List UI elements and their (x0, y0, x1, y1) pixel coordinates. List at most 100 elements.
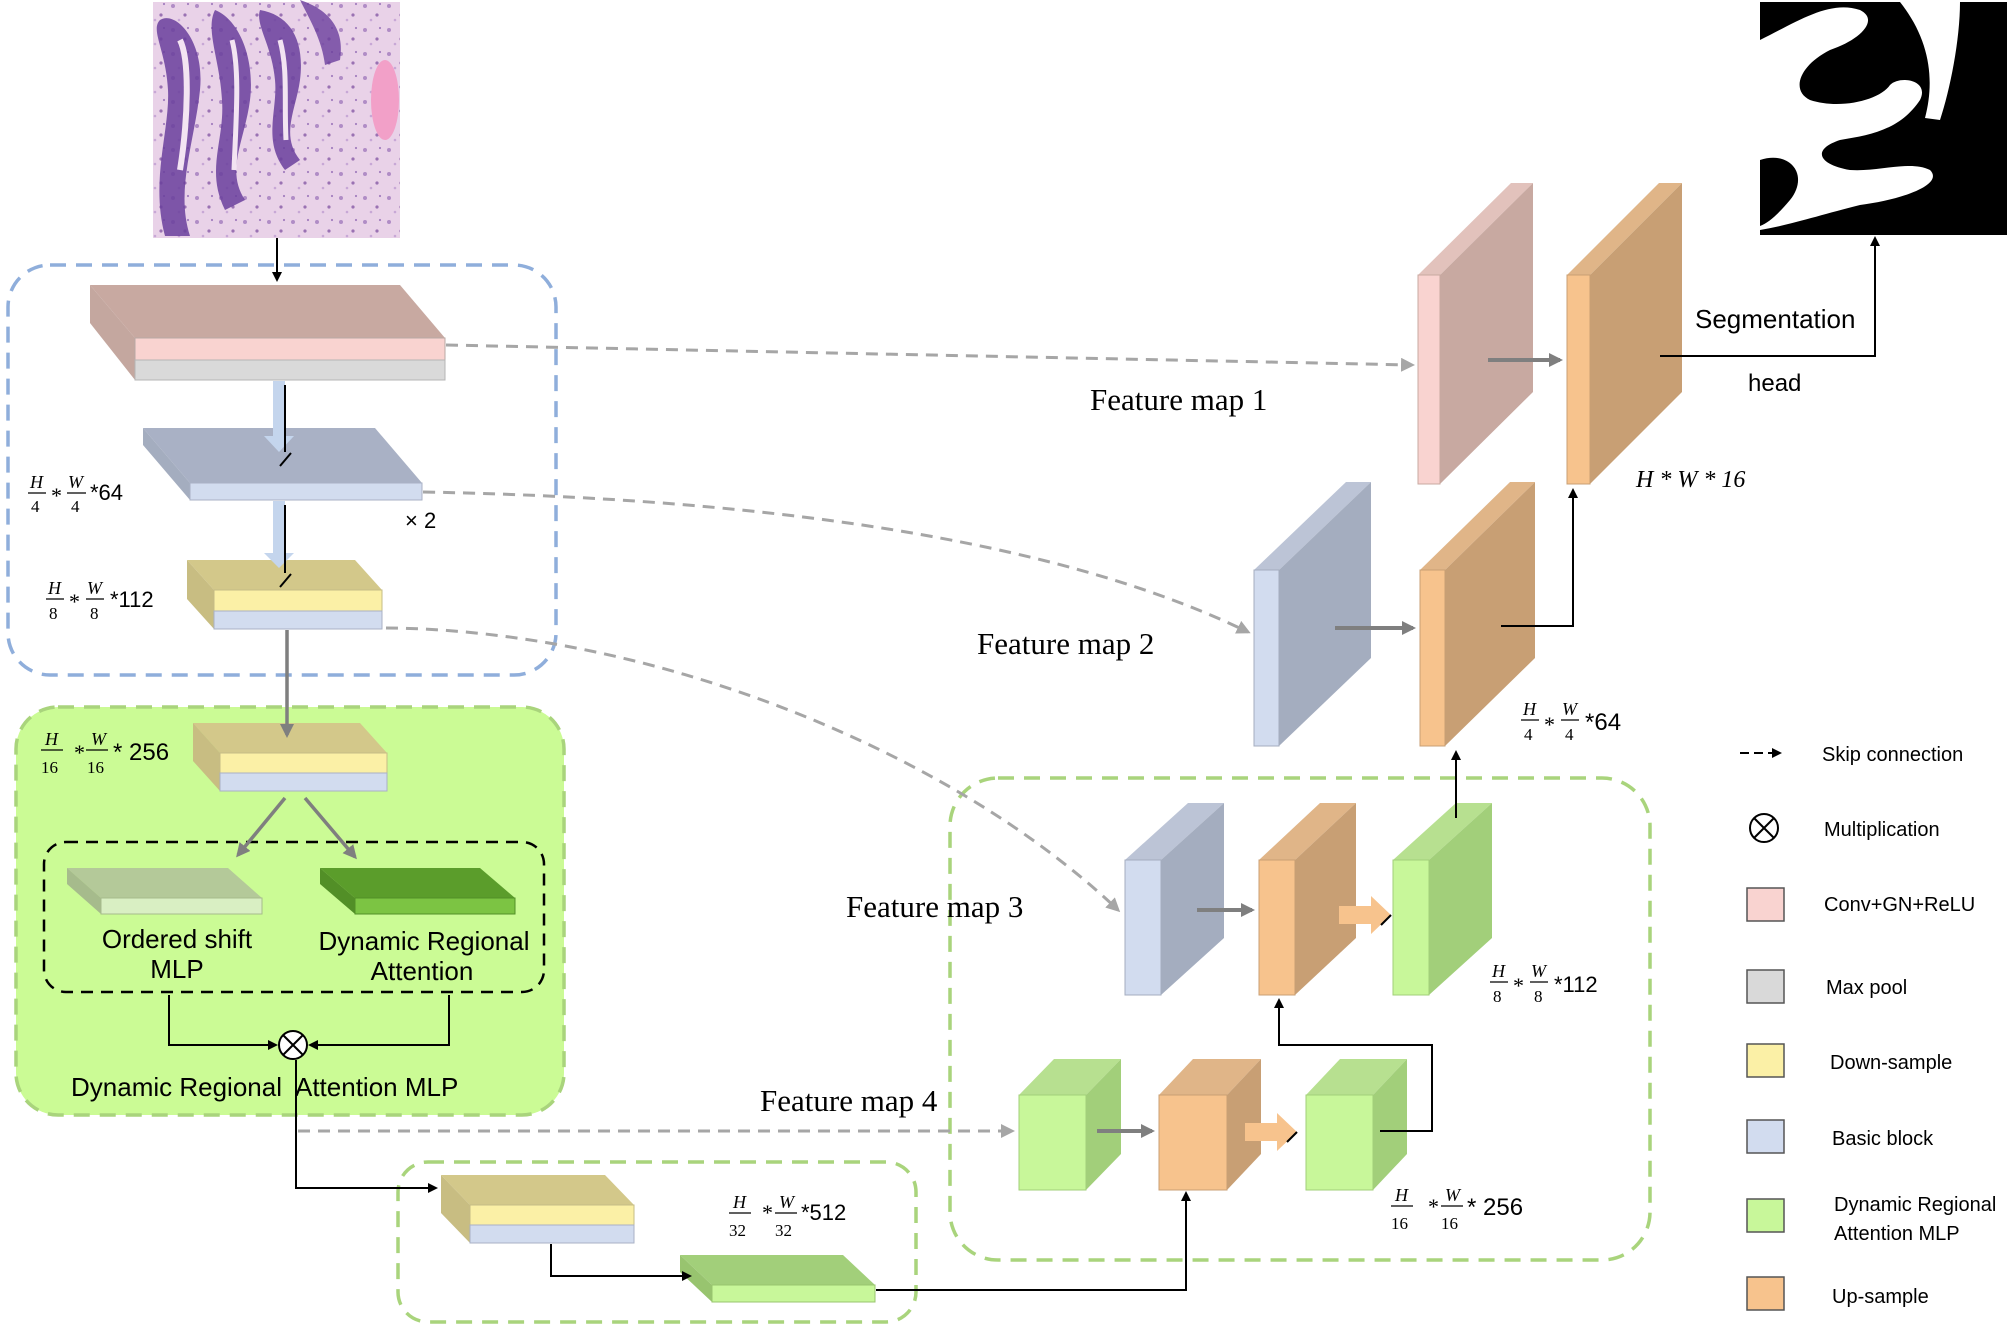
multiplication-node (278, 1030, 308, 1060)
basic-block-stage1 (143, 428, 423, 501)
legend-item-upsample: Up-sample (1746, 1276, 1929, 1311)
stage4-region (396, 1160, 918, 1324)
legend-item-conv: Conv+GN+ReLU (1746, 887, 1975, 922)
legend-swatch (1746, 969, 1785, 1004)
svg-text:4: 4 (71, 497, 80, 516)
svg-text:*64: *64 (1585, 709, 1621, 736)
legend-swatch (1746, 1119, 1785, 1154)
output-dim-label: H * W * 16 (1635, 467, 1745, 493)
svg-text:*112: *112 (110, 587, 154, 612)
dynamic-regional-attention-block (320, 868, 516, 915)
legend-label: Basic block (1832, 1128, 1934, 1150)
svg-text:*: * (51, 483, 62, 508)
svg-text:*: * (1544, 712, 1555, 737)
legend-label: Up-sample (1832, 1286, 1929, 1308)
svg-text:8: 8 (1493, 987, 1502, 1006)
dim-stage1-c: *64 (90, 480, 123, 505)
svg-text:H: H (732, 1192, 747, 1212)
legend-item-basicblock: Basic block (1746, 1119, 1934, 1154)
segmentation-label: Segmentation (1695, 304, 1855, 334)
legend-item-maxpool: Max pool (1746, 969, 1907, 1004)
svg-text:*: * (1513, 973, 1524, 998)
dim-stage1-h: H (29, 472, 44, 492)
input-histology-image (153, 0, 400, 238)
ordered-shift-mlp-block (67, 868, 263, 915)
svg-text:4: 4 (1565, 725, 1574, 744)
svg-text:32: 32 (775, 1221, 792, 1240)
legend-swatch (1746, 1198, 1785, 1233)
feature-map-3-block (1124, 803, 1224, 996)
svg-text:*: * (1428, 1194, 1439, 1219)
legend-swatch (1746, 887, 1785, 922)
times-two-label: × 2 (405, 508, 436, 533)
svg-text:H: H (1522, 699, 1537, 719)
legend-swatch (1746, 1276, 1785, 1311)
legend-label: Down-sample (1830, 1052, 1952, 1074)
svg-text:*: * (69, 589, 80, 614)
svg-text:W: W (91, 729, 108, 749)
legend-swatch (1746, 1043, 1785, 1078)
dram-inner-region (42, 840, 546, 994)
up-sample-block-4 (1158, 1059, 1261, 1191)
down-sample-stage2 (187, 560, 383, 630)
up-sample-block-3 (1258, 803, 1356, 996)
legend-label: Dynamic Regional (1834, 1194, 1996, 1216)
legend-label: Max pool (1826, 977, 1907, 999)
svg-text:8: 8 (1534, 987, 1543, 1006)
svg-text:4: 4 (1524, 725, 1533, 744)
svg-text:H: H (1491, 961, 1506, 981)
svg-text:W: W (1562, 699, 1579, 719)
head-label: head (1748, 370, 1801, 397)
output-segmentation-mask (1760, 2, 2007, 235)
dynamic-attention-label-2: Attention (371, 956, 474, 986)
svg-text:16: 16 (41, 758, 58, 777)
dram-block-4 (1305, 1059, 1407, 1191)
feature-map-2-block (1253, 482, 1371, 747)
svg-text:* 256: * 256 (113, 739, 169, 766)
legend-item-multiplication: Multiplication (1749, 813, 1940, 843)
svg-text:16: 16 (1391, 1214, 1408, 1233)
encoder-region (6, 263, 558, 677)
feature-map-3-label: Feature map 3 (846, 889, 1023, 924)
dram-block-3 (1392, 803, 1492, 996)
up-sample-block-2 (1419, 482, 1535, 747)
feature-map-4-block (1018, 1059, 1121, 1191)
svg-text:*: * (74, 740, 85, 765)
encoder-dim-labels: H 4 * W 4 *64 × 2 H 8 * W 8 *112 H 16 * … (28, 472, 846, 1240)
legend-item-skip: Skip connection (1740, 744, 1963, 766)
svg-text:H: H (44, 729, 59, 749)
feature-map-4-label: Feature map 4 (760, 1083, 938, 1118)
dram-panel (14, 705, 566, 1117)
svg-text:H: H (47, 578, 62, 598)
svg-text:4: 4 (31, 497, 40, 516)
decoder-region (948, 776, 1652, 1262)
ordered-shift-label-2: MLP (150, 954, 203, 984)
svg-text:H: H (1394, 1185, 1409, 1205)
up-sample-block-1 (1566, 183, 1682, 485)
svg-text:*512: *512 (801, 1200, 846, 1225)
encoder-arrows (168, 238, 1191, 1291)
legend: Skip connection Multiplication Conv+GN+R… (1740, 744, 1996, 1311)
svg-text:W: W (68, 472, 85, 492)
legend-item-downsample: Down-sample (1746, 1043, 1952, 1078)
svg-text:W: W (779, 1192, 796, 1212)
down-sample-stage3 (193, 723, 388, 792)
legend-item-dram: Dynamic Regional Attention MLP (1746, 1194, 1996, 1245)
svg-text:8: 8 (90, 604, 99, 623)
dynamic-attention-label-1: Dynamic Regional (319, 926, 530, 956)
decoder-labels: Feature map 1 Feature map 2 Feature map … (760, 304, 1855, 1233)
down-sample-stage4 (441, 1175, 635, 1244)
dram-labels: Ordered shift MLP Dynamic Regional Atten… (71, 924, 529, 1102)
svg-text:W: W (87, 578, 104, 598)
feature-map-1-block (1417, 183, 1533, 485)
feature-map-1-label: Feature map 1 (1090, 382, 1267, 417)
skip-connections (298, 343, 1415, 1138)
svg-text:16: 16 (1441, 1214, 1458, 1233)
svg-text:* 256: * 256 (1467, 1194, 1523, 1221)
svg-text:W: W (1531, 961, 1548, 981)
feature-map-2-label: Feature map 2 (977, 626, 1154, 661)
svg-text:16: 16 (87, 758, 104, 777)
legend-label: Skip connection (1822, 744, 1963, 766)
decoder-arrows (1097, 236, 1880, 1151)
ordered-shift-label-1: Ordered shift (102, 924, 253, 954)
